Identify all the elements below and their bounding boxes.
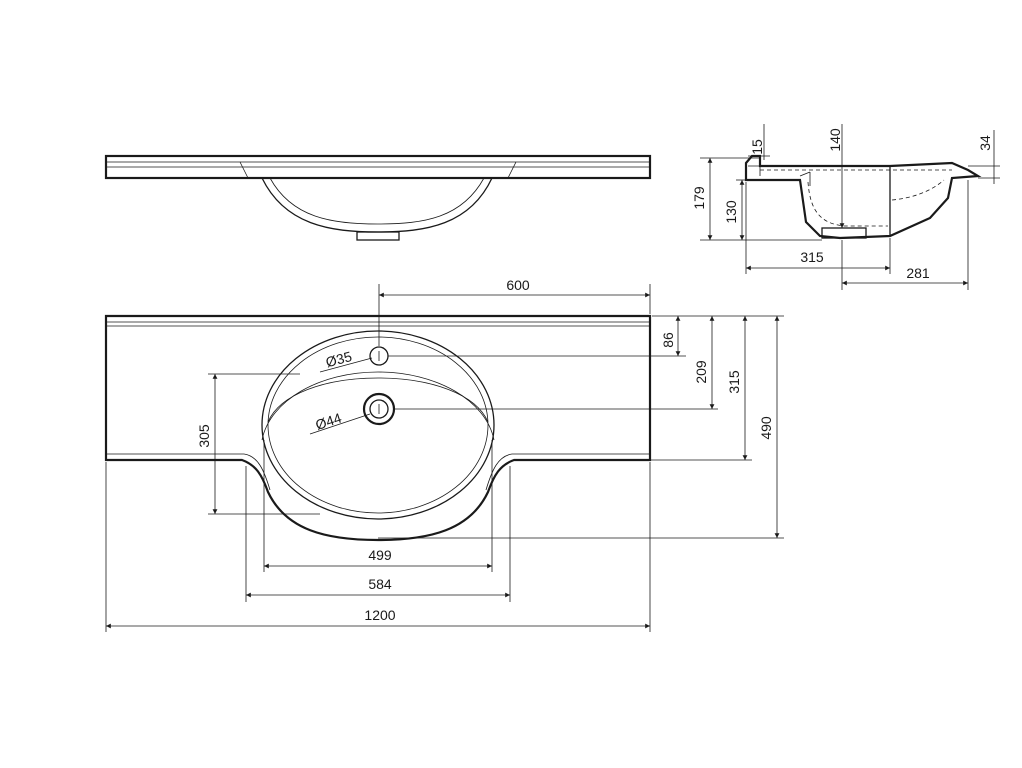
- dim-drain-offset: 209: [693, 360, 709, 384]
- dim-cutout-width: 584: [368, 576, 392, 592]
- dim-bowl-depth: 305: [196, 424, 212, 448]
- dim-depth-from-top: 140: [827, 128, 843, 152]
- dim-drain-diameter: Ø44: [313, 409, 343, 432]
- dim-lip-thickness: 34: [977, 135, 993, 151]
- plan-dimensions: 600 Ø35 Ø44 86 209 315 490 305: [105, 277, 784, 632]
- dim-side-front-width: 281: [906, 265, 930, 281]
- dim-side-total-height: 179: [691, 186, 707, 210]
- dim-bowl-width: 499: [368, 547, 392, 563]
- dim-total-width: 1200: [364, 607, 395, 623]
- side-dimensions: 15 140 34 179 130 315 281: [691, 124, 1000, 290]
- dim-counter-depth: 315: [726, 370, 742, 394]
- side-section-view: [744, 154, 982, 240]
- dim-side-bowl-height: 130: [723, 200, 739, 224]
- dim-total-depth: 490: [758, 416, 774, 440]
- dim-tap-hole-diameter: Ø35: [324, 348, 354, 370]
- plan-view: [104, 314, 652, 542]
- dim-top-overhang: 15: [749, 139, 765, 155]
- front-elevation-view: [104, 154, 652, 241]
- dim-tap-hole-offset: 86: [660, 332, 676, 348]
- dim-side-bowl-width: 315: [800, 249, 824, 265]
- dim-tap-to-bowl-center: 600: [506, 277, 530, 293]
